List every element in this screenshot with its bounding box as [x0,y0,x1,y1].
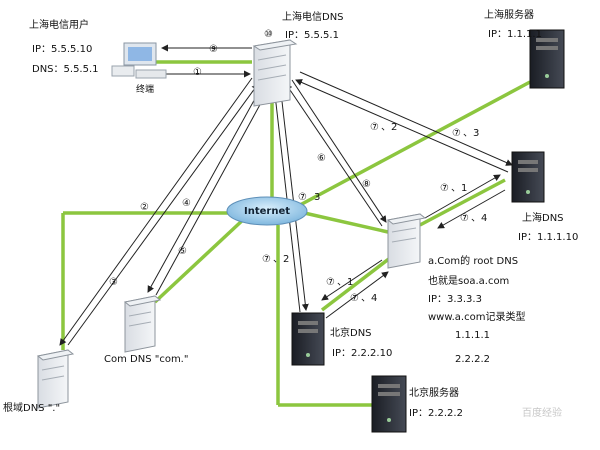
step-5: ⑤ [178,246,187,257]
shanghai-user-dns: DNS：5.5.5.1 [32,64,99,75]
shanghai-auth-dns-ip: IP：1.1.1.10 [518,232,579,243]
svg-text:、1: 、1 [337,277,353,288]
com-dns-label: Com DNS "com." [104,354,189,365]
root-auth-record-type: www.a.com记录类型 [428,312,526,323]
link-internet-comdns [153,216,247,304]
internet-label: Internet [244,206,290,217]
step-9: ⑨ [209,44,218,55]
shanghai-dns-server-icon [252,39,298,107]
link-rootauth-shauth [419,178,506,227]
shanghai-user-ip: IP：5.5.5.10 [32,44,93,55]
root-auth-dns-server-icon [386,213,427,269]
shanghai-auth-dns-server-icon [511,151,545,203]
step-1: ① [193,67,202,78]
shanghai-server-ip: IP：1.1.1.1 [488,29,542,40]
beijing-server-icon [371,375,407,433]
record-value-2: 2.2.2.2 [455,354,490,365]
root-dns-label: 根域DNS "." [3,403,61,414]
svg-text:、4: 、4 [361,293,377,304]
svg-text:、4: 、4 [471,213,487,224]
step-7-f: ⑦ [262,254,271,265]
beijing-dns-title: 北京DNS [330,328,372,339]
step-7-h: ⑦ [350,293,359,304]
step-7-d: ⑦ [440,183,449,194]
step-markers: ⑨ ① ⑩ ② ④ ⑤ ③ ⑥ ⑧ ⑦ 、2 ⑦ 、3 ⑦ 3 ⑦ 、1 ⑦ 、… [109,29,487,304]
shanghai-user-title: 上海电信用户 [29,20,89,31]
link-rootauth-beijing [320,256,392,312]
svg-text:、2: 、2 [273,254,289,265]
shanghai-auth-dns-title: 上海DNS [522,213,564,224]
step-8: ⑧ [362,179,371,190]
link-internet-rootauth [299,210,389,234]
step-6: ⑥ [317,153,326,164]
beijing-server-ip: IP：2.2.2.2 [409,408,463,419]
query-arrows [59,44,513,346]
root-dns-server-icon [36,349,75,409]
shanghai-dns-title: 上海电信DNS [282,12,344,23]
shanghai-dns-ip: IP：5.5.5.1 [285,30,339,41]
step-7-g: ⑦ [326,277,335,288]
svg-text:、3: 、3 [463,128,479,139]
internet-cloud: Internet [226,196,308,226]
network-links [61,60,531,407]
com-dns-server-icon [123,295,162,353]
shanghai-server-icon [529,29,565,89]
terminal-label: 终端 [136,85,155,95]
root-auth-line1: a.Com的 root DNS [428,256,519,267]
step-3: ③ [109,277,118,288]
step-7-c: ⑦ [298,192,307,203]
link-internet-shserver [299,80,531,207]
svg-text:3: 3 [314,192,320,203]
step-7-e: ⑦ [460,213,469,224]
step-10: ⑩ [264,29,273,40]
root-auth-line2: 也就是soa.a.com [428,276,510,287]
svg-text:、1: 、1 [451,183,467,194]
beijing-dns-server-icon [291,312,325,366]
svg-text:、2: 、2 [381,122,397,133]
record-value-1: 1.1.1.1 [455,330,490,341]
step-4: ④ [182,198,191,209]
root-auth-ip: IP：3.3.3.3 [428,294,482,305]
beijing-server-title: 北京服务器 [409,388,459,399]
watermark: 百度经验 [522,408,562,419]
step-2: ② [140,202,149,213]
terminal-computer-icon [111,42,167,79]
shanghai-server-title: 上海服务器 [484,10,534,21]
step-7-a: ⑦ [370,122,379,133]
beijing-dns-ip: IP：2.2.2.10 [332,348,393,359]
step-7-b: ⑦ [452,128,461,139]
